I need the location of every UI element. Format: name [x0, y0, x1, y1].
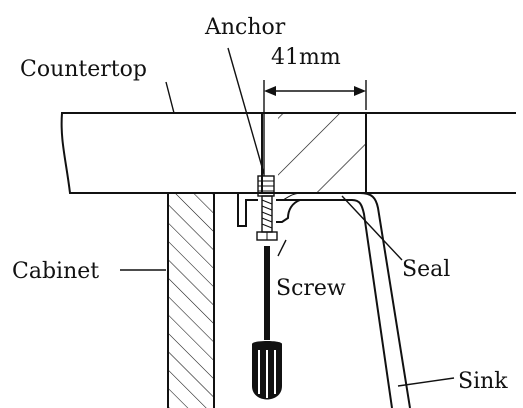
label-cabinet: Cabinet [12, 259, 99, 284]
label-anchor: Anchor [204, 15, 286, 40]
label-screw: Screw [276, 276, 346, 301]
label-dimension: 41mm [271, 45, 341, 70]
cabinet-wall [167, 193, 215, 408]
screw [256, 195, 278, 241]
label-countertop: Countertop [20, 57, 147, 82]
mounting-clip [237, 193, 301, 227]
label-seal: Seal [402, 257, 450, 282]
screwdriver [252, 246, 282, 400]
dimension-marker [263, 80, 367, 176]
leader-lines [120, 47, 455, 387]
label-sink: Sink [458, 369, 508, 394]
countertop-slab [60, 112, 516, 194]
